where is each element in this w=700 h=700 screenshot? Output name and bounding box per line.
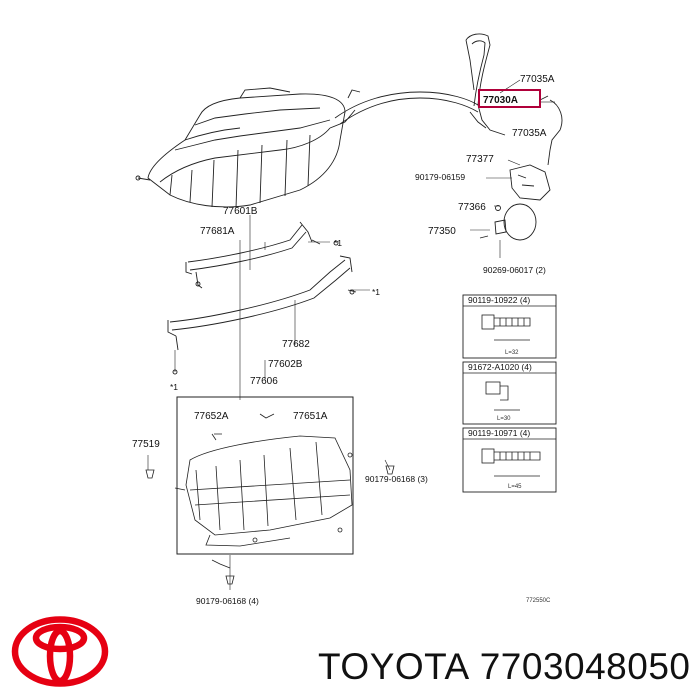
inset-header-3: 90119-10971 (4) bbox=[468, 428, 530, 438]
inset-dim-3: L=45 bbox=[508, 484, 522, 490]
label-star-1a: *1 bbox=[334, 238, 342, 248]
drawing-code: 772550C bbox=[526, 598, 551, 604]
inset-header-1: 90119-10922 (4) bbox=[468, 295, 530, 305]
label-77602b: 77602B bbox=[268, 359, 303, 370]
filler-pipe-drawing bbox=[334, 33, 563, 151]
label-90179-06159: 90179-06159 bbox=[415, 172, 465, 182]
label-77606: 77606 bbox=[250, 376, 278, 387]
inset-box-3 bbox=[462, 427, 557, 493]
part-number: 7703048050 bbox=[479, 646, 691, 687]
toyota-logo-icon bbox=[11, 616, 109, 687]
inset-header-2: 91672-A1020 (4) bbox=[468, 362, 532, 372]
fuel-tank-drawing bbox=[135, 87, 356, 209]
label-77681a: 77681A bbox=[200, 226, 235, 237]
label-77652a: 77652A bbox=[194, 411, 229, 422]
label-77035a-mid: 77035A bbox=[512, 128, 547, 139]
fuel-lid-drawing bbox=[479, 149, 551, 241]
label-77035a-top: 77035A bbox=[520, 74, 555, 85]
leader-lines bbox=[147, 79, 555, 590]
fastener-insets bbox=[462, 294, 557, 493]
inset-dim-1: L=32 bbox=[505, 350, 519, 356]
brand-name: TOYOTA bbox=[318, 646, 470, 687]
label-77377: 77377 bbox=[466, 154, 494, 165]
label-77350: 77350 bbox=[428, 226, 456, 237]
inset-headers: 90119-10922 (4) 91672-A1020 (4) 90119-10… bbox=[468, 295, 532, 490]
protector-box bbox=[176, 396, 354, 555]
label-90179-06168-4: 90179-06168 (4) bbox=[196, 596, 259, 606]
inset-box-1 bbox=[462, 294, 557, 359]
tank-bands-drawing bbox=[167, 221, 357, 375]
label-77030a: 77030A bbox=[483, 95, 518, 106]
label-star-1b: *1 bbox=[372, 287, 380, 297]
label-77682: 77682 bbox=[282, 339, 310, 350]
highlight-box bbox=[478, 89, 541, 108]
label-77601b: 77601B bbox=[223, 206, 258, 217]
label-77366: 77366 bbox=[458, 202, 486, 213]
inset-dim-2: L=30 bbox=[497, 416, 511, 422]
inset-box-2 bbox=[462, 361, 557, 425]
protector-drawing bbox=[174, 413, 353, 547]
label-90179-06168-3: 90179-06168 (3) bbox=[365, 474, 428, 484]
part-labels: 77035A 77030A 77035A 77377 90179-06159 7… bbox=[132, 74, 555, 606]
label-77651a: 77651A bbox=[293, 411, 328, 422]
label-star-1c: *1 bbox=[170, 382, 178, 392]
label-77519: 77519 bbox=[132, 439, 160, 450]
label-90269-06017: 90269-06017 (2) bbox=[483, 265, 546, 275]
fasteners-drawing bbox=[145, 465, 395, 585]
